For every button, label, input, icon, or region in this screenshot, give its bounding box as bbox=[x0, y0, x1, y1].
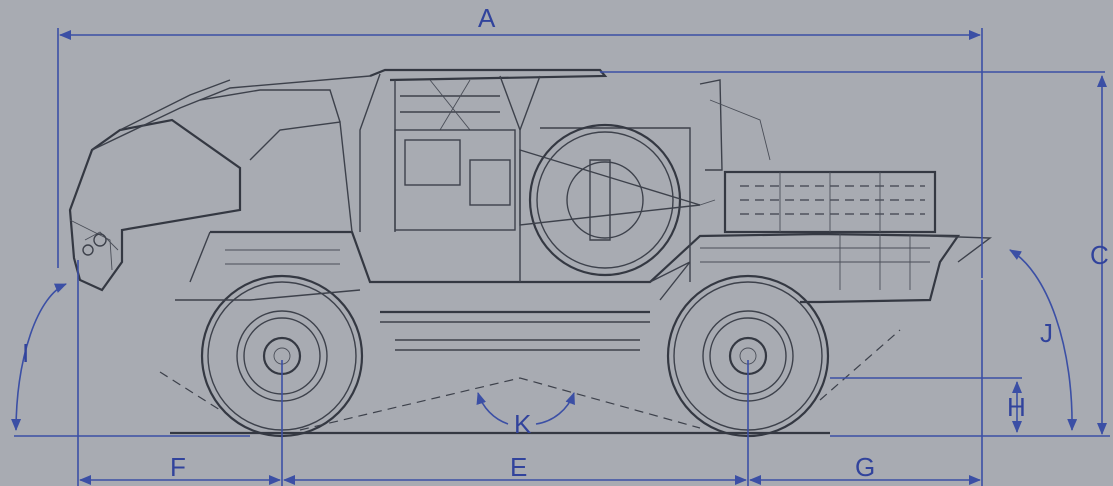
chassis bbox=[175, 230, 961, 351]
front-tyre bbox=[200, 274, 364, 438]
label-A: A bbox=[478, 3, 496, 33]
dimension-C: C bbox=[600, 71, 1110, 437]
label-C: C bbox=[1090, 240, 1109, 270]
dimension-J: J bbox=[1009, 249, 1078, 431]
label-F: F bbox=[170, 452, 186, 482]
label-G: G bbox=[855, 452, 875, 482]
spare-wheel bbox=[519, 123, 716, 277]
front-body bbox=[68, 75, 371, 292]
dimension-I: I bbox=[11, 283, 250, 437]
label-H: H bbox=[1007, 392, 1026, 422]
rear-cargo bbox=[723, 170, 993, 290]
dimension-K: K bbox=[476, 392, 575, 439]
dimensions-F-E-G: F E G bbox=[77, 260, 983, 486]
roll-cage bbox=[359, 68, 771, 282]
dimension-H: H bbox=[830, 377, 1026, 433]
label-E: E bbox=[510, 452, 527, 482]
label-I: I bbox=[22, 338, 29, 368]
under-clearance bbox=[159, 329, 901, 431]
label-J: J bbox=[1040, 318, 1053, 348]
label-K: K bbox=[514, 409, 532, 439]
vehicle-drawing bbox=[68, 68, 993, 438]
dimension-A: A bbox=[57, 3, 983, 278]
